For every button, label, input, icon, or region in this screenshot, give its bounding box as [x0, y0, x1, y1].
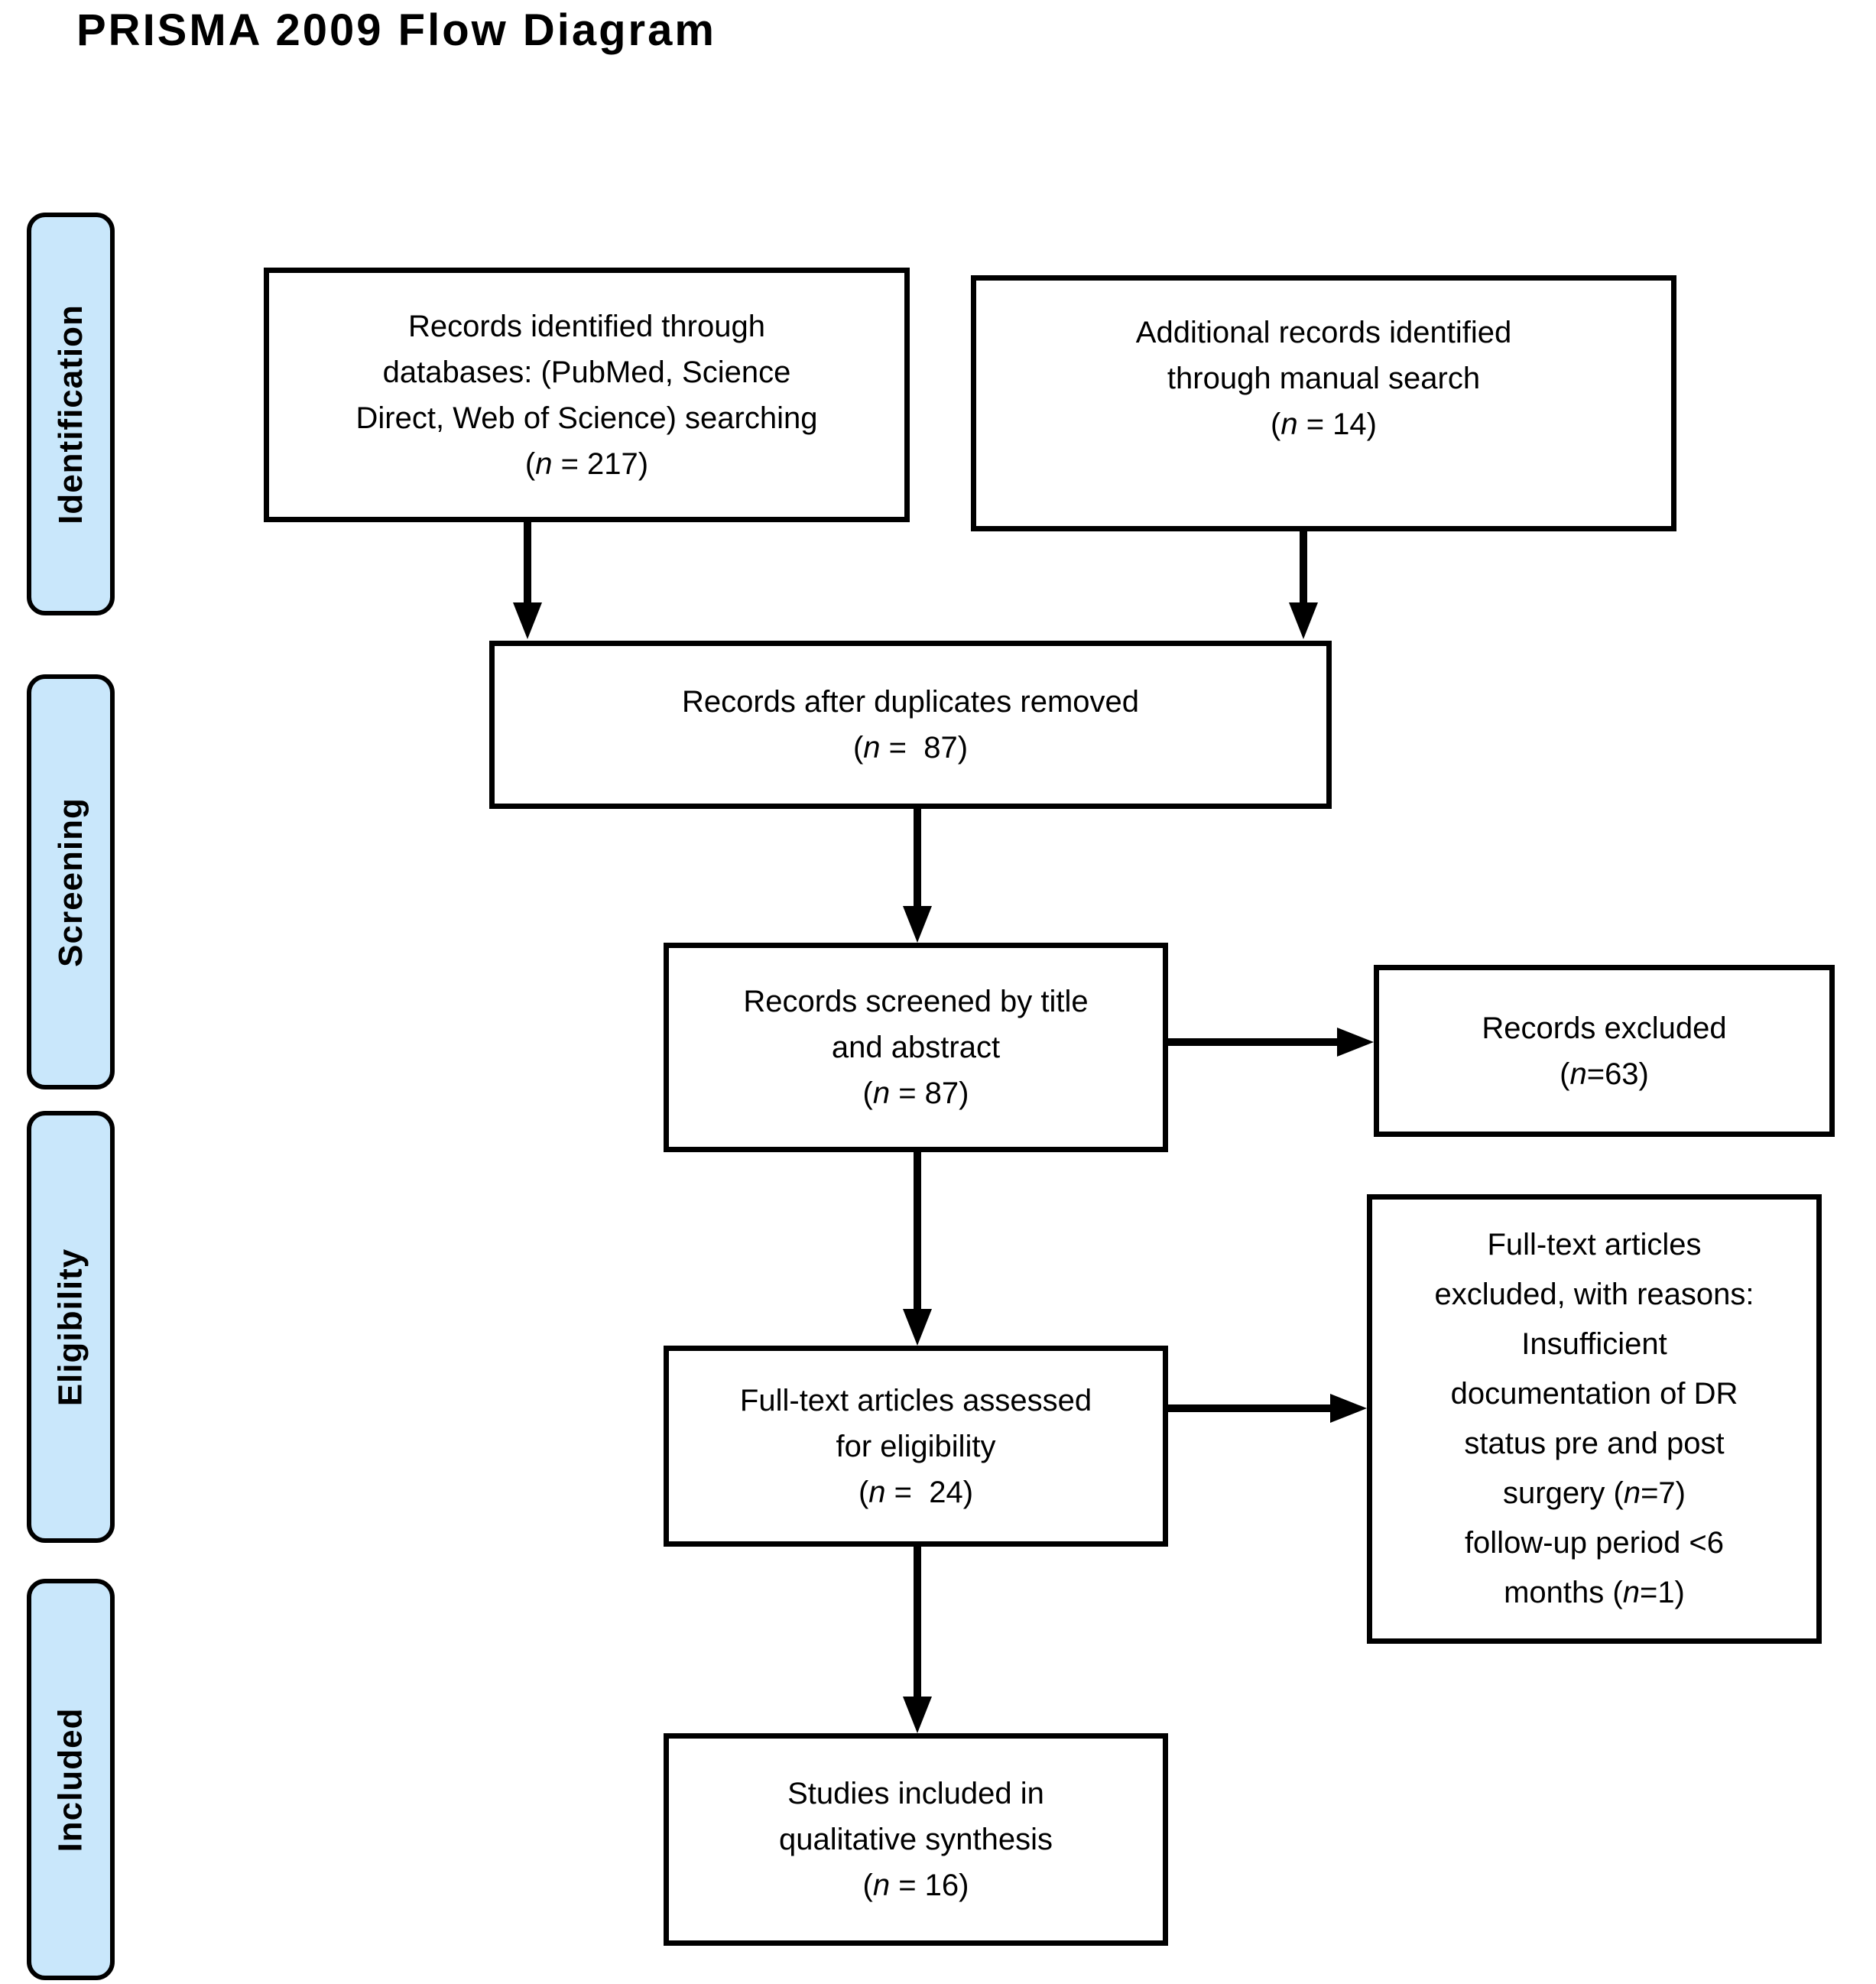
- stage-screening-label: Screening: [51, 797, 89, 967]
- box-studies-included: Studies included in qualitative synthesi…: [664, 1733, 1168, 1946]
- arrow-duplicates-to-screened-line: [914, 809, 921, 906]
- arrow-additional-to-duplicates-head: [1289, 602, 1318, 639]
- arrow-additional-to-duplicates-line: [1300, 531, 1307, 602]
- box-fulltext-assessed: Full-text articles assessed for eligibil…: [664, 1346, 1168, 1547]
- box-records-excluded-text: Records excluded (n=63): [1482, 1011, 1727, 1091]
- arrow-fulltext-to-ftexcluded-head: [1330, 1394, 1367, 1423]
- box-after-duplicates-text: Records after duplicates removed (n = 87…: [681, 685, 1140, 765]
- arrow-fulltext-to-included-head: [903, 1697, 932, 1733]
- box-fulltext-assessed-text: Full-text articles assessed for eligibil…: [739, 1383, 1092, 1509]
- stage-identification: Identification: [27, 213, 115, 615]
- box-records-identified: Records identified through databases: (P…: [264, 268, 910, 522]
- stage-eligibility-label: Eligibility: [51, 1248, 89, 1406]
- arrow-fulltext-to-included-line: [914, 1547, 921, 1697]
- box-additional-records-text: Additional records identified through ma…: [1135, 316, 1512, 441]
- box-after-duplicates: Records after duplicates removed (n = 87…: [489, 641, 1332, 809]
- box-additional-records: Additional records identified through ma…: [971, 275, 1676, 531]
- arrow-duplicates-to-screened-head: [903, 906, 932, 943]
- arrow-screened-to-fulltext-head: [903, 1309, 932, 1346]
- arrow-identified-to-duplicates-line: [524, 522, 531, 602]
- stage-identification-label: Identification: [51, 304, 89, 524]
- box-records-identified-text: Records identified through databases: (P…: [355, 309, 818, 481]
- arrow-screened-to-fulltext-line: [914, 1152, 921, 1309]
- box-fulltext-excluded-text: Full-text articles excluded, with reason…: [1434, 1228, 1754, 1609]
- arrow-fulltext-to-ftexcluded-line: [1168, 1404, 1330, 1412]
- box-studies-included-text: Studies included in qualitative synthesi…: [779, 1777, 1053, 1902]
- box-records-screened: Records screened by title and abstract (…: [664, 943, 1168, 1152]
- stage-screening: Screening: [27, 674, 115, 1089]
- arrow-identified-to-duplicates-head: [513, 602, 542, 639]
- stage-included: Included: [27, 1579, 115, 1980]
- diagram-title: PRISMA 2009 Flow Diagram: [76, 5, 716, 55]
- arrow-screened-to-excluded-head: [1337, 1028, 1374, 1057]
- box-records-screened-text: Records screened by title and abstract (…: [743, 985, 1089, 1110]
- box-records-excluded: Records excluded (n=63): [1374, 965, 1835, 1137]
- arrow-screened-to-excluded-line: [1168, 1038, 1337, 1046]
- box-fulltext-excluded: Full-text articles excluded, with reason…: [1367, 1194, 1822, 1644]
- stage-eligibility: Eligibility: [27, 1111, 115, 1543]
- stage-included-label: Included: [51, 1707, 89, 1852]
